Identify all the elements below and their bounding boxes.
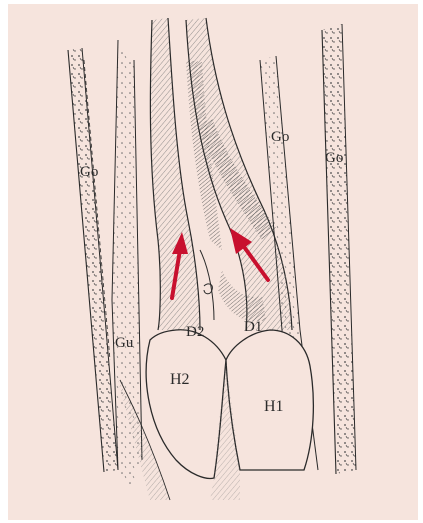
label-h1: H1 <box>264 398 284 415</box>
label-d2: D2 <box>186 324 204 340</box>
label-d1: D1 <box>244 319 262 335</box>
label-go-right: Go <box>325 150 343 166</box>
label-go-left: Go <box>80 164 98 180</box>
left-bone-strip <box>68 48 118 472</box>
right-bone-strip <box>322 24 356 474</box>
label-gu: Gu <box>115 335 134 351</box>
crown-h2 <box>146 330 226 479</box>
label-go-center: Go <box>271 129 289 145</box>
crown-h1 <box>210 330 313 500</box>
label-h2: H2 <box>170 371 190 388</box>
